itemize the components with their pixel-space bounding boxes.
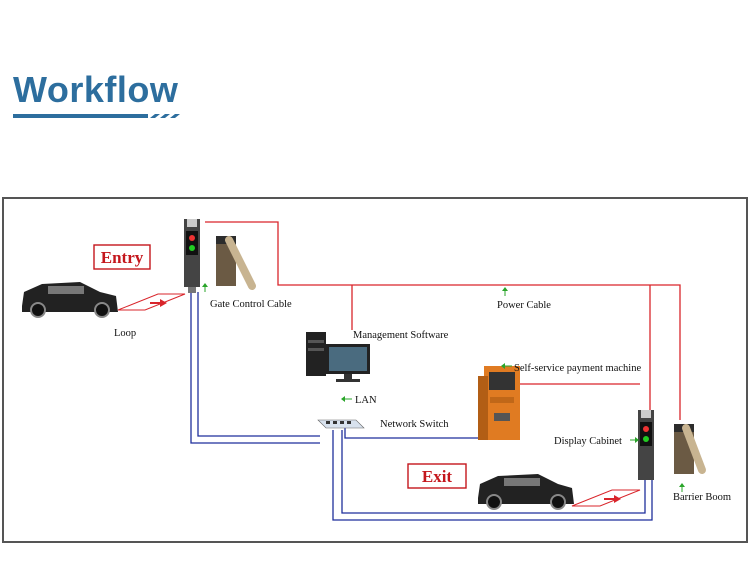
power-cable-arrow	[502, 287, 508, 296]
entry-label: Entry	[101, 248, 144, 267]
payment-arrow	[501, 363, 512, 369]
power-cable-lines	[205, 221, 681, 420]
exit-loop	[571, 489, 641, 507]
entry-loop	[117, 293, 186, 311]
entry-barrier-boom	[216, 236, 256, 290]
entry-display-cabinet	[184, 219, 200, 293]
entry-badge: Entry	[93, 244, 151, 270]
lan-arrow	[341, 396, 352, 402]
display-cabinet-arrow	[630, 437, 639, 443]
barrier-boom-label: Barrier Boom	[673, 492, 731, 503]
barrier-boom-arrow	[679, 483, 685, 492]
exit-badge: Exit	[407, 463, 467, 489]
payment-machine-label: Self-service payment machine	[514, 363, 641, 374]
gate-cable-arrow	[202, 283, 208, 292]
exit-label: Exit	[422, 467, 453, 486]
power-cable-label: Power Cable	[497, 300, 551, 311]
green-arrows	[202, 283, 685, 492]
network-switch-image	[317, 419, 365, 429]
diagram-frame	[2, 197, 748, 543]
network-lines	[190, 292, 653, 521]
display-cabinet-label: Display Cabinet	[554, 436, 622, 447]
exit-car-image	[478, 474, 574, 510]
management-software-label: Management Software	[353, 330, 449, 341]
entry-car-image	[22, 282, 118, 318]
title-block: Workflow	[13, 70, 178, 110]
payment-kiosk-image	[478, 366, 520, 440]
lan-label: LAN	[355, 395, 377, 406]
title-underline	[13, 114, 180, 118]
exit-display-cabinet	[638, 410, 654, 480]
management-computer-image	[306, 332, 370, 382]
exit-barrier-boom	[674, 424, 706, 474]
network-switch-label: Network Switch	[380, 419, 449, 430]
gate-control-cable-label: Gate Control Cable	[210, 299, 292, 310]
loop-label: Loop	[114, 328, 136, 339]
page-title: Workflow	[13, 69, 179, 110]
